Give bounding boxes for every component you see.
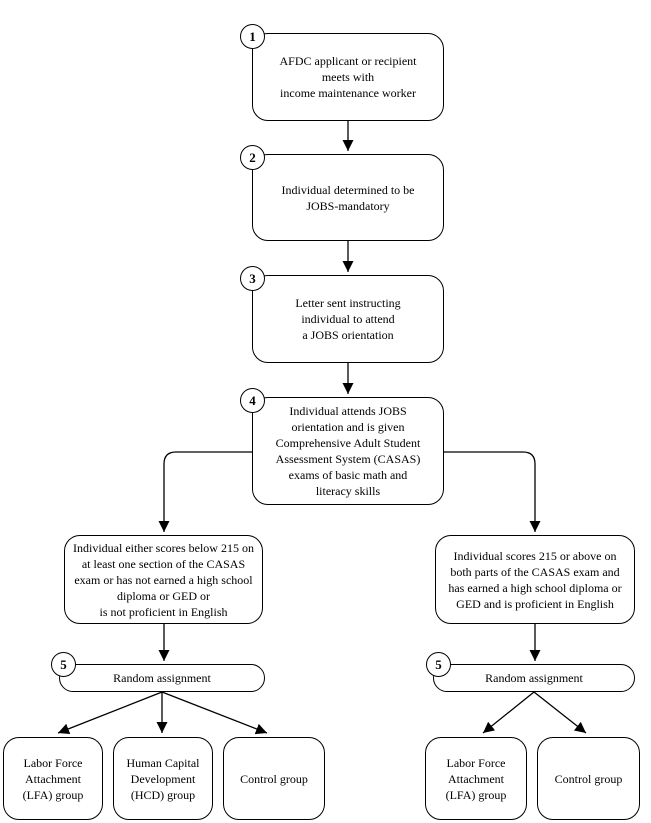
node-random-assignment-right: Random assignment bbox=[433, 664, 635, 692]
node-random-assignment-left: Random assignment bbox=[59, 664, 265, 692]
arrow-ra-right-control bbox=[533, 691, 587, 734]
step-number-badge-3: 3 bbox=[240, 266, 265, 291]
node-step2-jobs-mandatory: Individual determined to be JOBS-mandato… bbox=[252, 154, 444, 241]
step-number-badge-5-right: 5 bbox=[426, 652, 451, 677]
arrow-step4-eligibility-right bbox=[444, 451, 541, 532]
node-control-group-right-label: Control group bbox=[554, 771, 623, 786]
node-hcd-group-label: Human Capital Development (HCD) group bbox=[126, 755, 200, 802]
node-lfa-group-right: Labor Force Attachment (LFA) group bbox=[425, 737, 527, 820]
node-step1-afdc-applicant: AFDC applicant or recipient meets with i… bbox=[252, 33, 444, 121]
node-eligibility-right-215-or-above: Individual scores 215 or above on both p… bbox=[435, 535, 635, 624]
step-number-badge-5-left: 5 bbox=[51, 652, 76, 677]
node-control-group-left-label: Control group bbox=[240, 771, 308, 786]
node-control-group-left: Control group bbox=[223, 737, 325, 820]
node-eligibility-left-label: Individual either scores below 215 on at… bbox=[73, 540, 254, 619]
node-step3-label: Letter sent instructing individual to at… bbox=[295, 296, 401, 342]
node-step3-letter-sent: Letter sent instructing individual to at… bbox=[252, 275, 444, 363]
arrow-ra-left-lfa bbox=[57, 691, 163, 735]
arrow-ra-left-control bbox=[161, 691, 268, 735]
node-step2-label: Individual determined to be JOBS-mandato… bbox=[281, 182, 415, 213]
node-step4-casas-exams: Individual attends JOBS orientation and … bbox=[252, 397, 444, 505]
node-random-assignment-right-label: Random assignment bbox=[485, 671, 583, 685]
node-lfa-group-left: Labor Force Attachment (LFA) group bbox=[3, 737, 103, 820]
arrow-step4-eligibility-left bbox=[158, 451, 252, 532]
step-number-badge-1: 1 bbox=[240, 24, 265, 49]
step-number-badge-2: 2 bbox=[240, 145, 265, 170]
node-lfa-group-right-label: Labor Force Attachment (LFA) group bbox=[445, 755, 507, 802]
node-step4-label: Individual attends JOBS orientation and … bbox=[275, 404, 421, 498]
step-number-badge-4: 4 bbox=[240, 388, 265, 413]
node-eligibility-left-below-215: Individual either scores below 215 on at… bbox=[64, 535, 263, 624]
node-hcd-group: Human Capital Development (HCD) group bbox=[113, 737, 213, 820]
node-lfa-group-left-label: Labor Force Attachment (LFA) group bbox=[22, 755, 84, 802]
node-eligibility-right-label: Individual scores 215 or above on both p… bbox=[448, 548, 622, 611]
node-step1-label: AFDC applicant or recipient meets with i… bbox=[279, 54, 417, 100]
node-control-group-right: Control group bbox=[537, 737, 640, 820]
node-random-assignment-left-label: Random assignment bbox=[113, 671, 211, 685]
arrow-ra-right-lfa bbox=[482, 691, 535, 734]
